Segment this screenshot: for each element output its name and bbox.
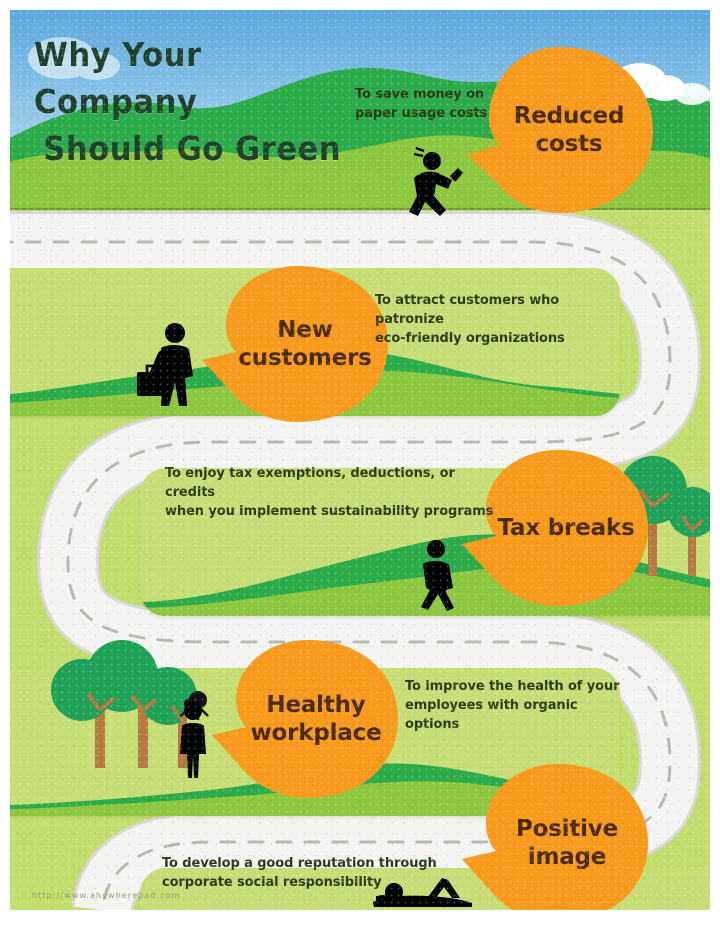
source-url[interactable]: http://www.ahywherepad.com: [32, 891, 181, 900]
cloud-icon: [674, 83, 710, 105]
bubble-reduced-costs[interactable]: Reduced costs: [465, 45, 655, 215]
teardrop-shape: [202, 266, 388, 422]
tree-trunk: [688, 520, 696, 576]
cloud-icon: [28, 37, 120, 80]
running-person-icon: [409, 146, 463, 216]
tree-trunk: [95, 696, 105, 768]
tree-trunk: [138, 696, 148, 768]
bubble-label: Reduced costs: [513, 102, 625, 157]
teardrop-shape: [467, 47, 653, 213]
businessman-with-briefcase-icon: [137, 323, 193, 406]
page-title: Why Your Company Should Go Green: [34, 32, 360, 173]
caption-new-customers: To attract customers who patronize eco-f…: [375, 293, 565, 346]
bubble-positive-image[interactable]: Positive image: [460, 762, 650, 910]
caption-tax-breaks: To enjoy tax exemptions, deductions, or …: [165, 466, 494, 519]
tree-canopy: [139, 667, 197, 725]
road-center-dashes: [10, 240, 672, 910]
reclining-person-icon: [373, 878, 472, 907]
caption-positive-image: To develop a good reputation through cor…: [162, 856, 437, 890]
bubble-label: Healthy workplace: [250, 691, 382, 746]
walking-person-icon: [421, 540, 454, 611]
title-line-1: Why Your Company: [34, 35, 202, 121]
bubble-label: Tax breaks: [497, 514, 635, 541]
tree-trunk: [648, 500, 657, 576]
poster-canvas: Why Your Company Should Go Green: [10, 10, 710, 910]
bubble-label: Positive image: [515, 815, 619, 870]
bubble-healthy-workplace[interactable]: Healthy workplace: [210, 638, 400, 800]
bubble-new-customers[interactable]: New customers: [200, 264, 390, 424]
bubble-tax-breaks[interactable]: Tax breaks: [460, 448, 650, 608]
teardrop-shape: [462, 764, 648, 910]
bubble-label: New customers: [238, 316, 372, 371]
teardrop-shape: [212, 640, 398, 798]
standing-person-icon: [180, 702, 206, 778]
caption-healthy-workplace: To improve the health of your employees …: [405, 679, 620, 732]
title-line-2: Should Go Green: [43, 128, 342, 168]
teardrop-shape: [462, 450, 648, 606]
sky-divider: [10, 208, 710, 210]
caption-reduced-costs: To save money on paper usage costs: [355, 87, 488, 121]
